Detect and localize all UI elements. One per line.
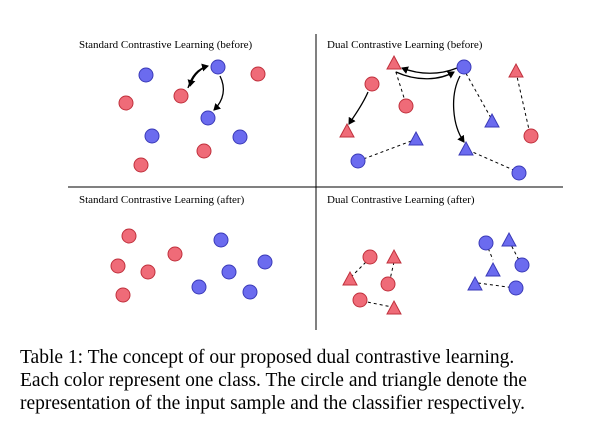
blue-sample-circle [508, 280, 524, 296]
push-apart-arrow [187, 65, 208, 87]
dashed-link [393, 65, 407, 105]
caption-line: Table 1: The concept of our proposed dua… [20, 347, 515, 368]
pull-together-arrow [452, 75, 465, 143]
red-sample-circle [398, 98, 414, 114]
panel-title-standard-before: Standard Contrastive Learning (before) [79, 39, 253, 51]
red-sample-circle [115, 287, 131, 303]
red-classifier-triangle [342, 270, 358, 286]
red-classifier-triangle [386, 299, 402, 315]
red-classifier-triangle [339, 122, 355, 138]
red-sample-circle [352, 292, 368, 308]
panel-dual-before [339, 54, 539, 181]
red-sample-circle [167, 246, 183, 262]
caption-line: representation of the input sample and t… [20, 393, 526, 414]
red-sample-circle [362, 249, 378, 265]
dashed-link [462, 67, 492, 119]
panel-title-standard-after: Standard Contrastive Learning (after) [79, 194, 245, 206]
blue-sample-circle [138, 67, 154, 83]
red-sample-circle [364, 76, 380, 92]
blue-sample-circle [350, 153, 366, 169]
red-sample-circle [250, 66, 266, 82]
pull-together-arrow [348, 91, 369, 125]
figure-caption: Table 1: The concept of our proposed dua… [20, 346, 605, 415]
red-sample-circle [173, 88, 189, 104]
panel-standard-after [110, 228, 273, 303]
dashed-link [351, 257, 371, 277]
caption-line: Each color represent one class. The circ… [20, 370, 527, 391]
blue-classifier-triangle [467, 275, 483, 291]
blue-sample-circle [514, 257, 530, 273]
blue-sample-circle [210, 59, 226, 75]
dashed-link [361, 300, 393, 308]
red-sample-circle [196, 143, 212, 159]
dashed-link [508, 240, 522, 265]
blue-sample-circle [213, 232, 229, 248]
blue-sample-circle [200, 110, 216, 126]
blue-sample-circle [456, 59, 472, 75]
blue-sample-circle [257, 254, 273, 270]
red-sample-circle [121, 228, 137, 244]
blue-classifier-triangle [485, 261, 501, 277]
red-sample-circle [380, 276, 396, 292]
red-sample-circle [133, 157, 149, 173]
blue-classifier-triangle [458, 140, 474, 156]
panel-dual-after [342, 231, 530, 315]
blue-sample-circle [478, 235, 494, 251]
concept-figure: Standard Contrastive Learning (before) D… [68, 34, 563, 330]
pull-together-arrow [213, 75, 225, 111]
panel-title-dual-before: Dual Contrastive Learning (before) [327, 39, 483, 51]
red-sample-circle [523, 128, 539, 144]
blue-sample-circle [511, 165, 527, 181]
pull-together-arrow [395, 71, 455, 80]
red-sample-circle [118, 95, 134, 111]
blue-sample-circle [232, 129, 248, 145]
blue-sample-circle [242, 284, 258, 300]
red-classifier-triangle [508, 62, 524, 78]
dashed-link [515, 71, 531, 135]
pull-together-arrow [401, 66, 458, 74]
red-sample-circle [110, 258, 126, 274]
blue-sample-circle [191, 279, 207, 295]
blue-classifier-triangle [484, 112, 500, 128]
blue-classifier-triangle [408, 130, 424, 146]
dashed-link [357, 139, 415, 162]
blue-sample-circle [144, 128, 160, 144]
panel-standard-before [118, 59, 266, 173]
blue-sample-circle [221, 264, 237, 280]
red-classifier-triangle [386, 54, 402, 70]
panel-title-dual-after: Dual Contrastive Learning (after) [327, 194, 475, 206]
dashed-link [467, 149, 519, 173]
red-classifier-triangle [386, 248, 402, 264]
blue-classifier-triangle [501, 231, 517, 247]
red-sample-circle [140, 264, 156, 280]
